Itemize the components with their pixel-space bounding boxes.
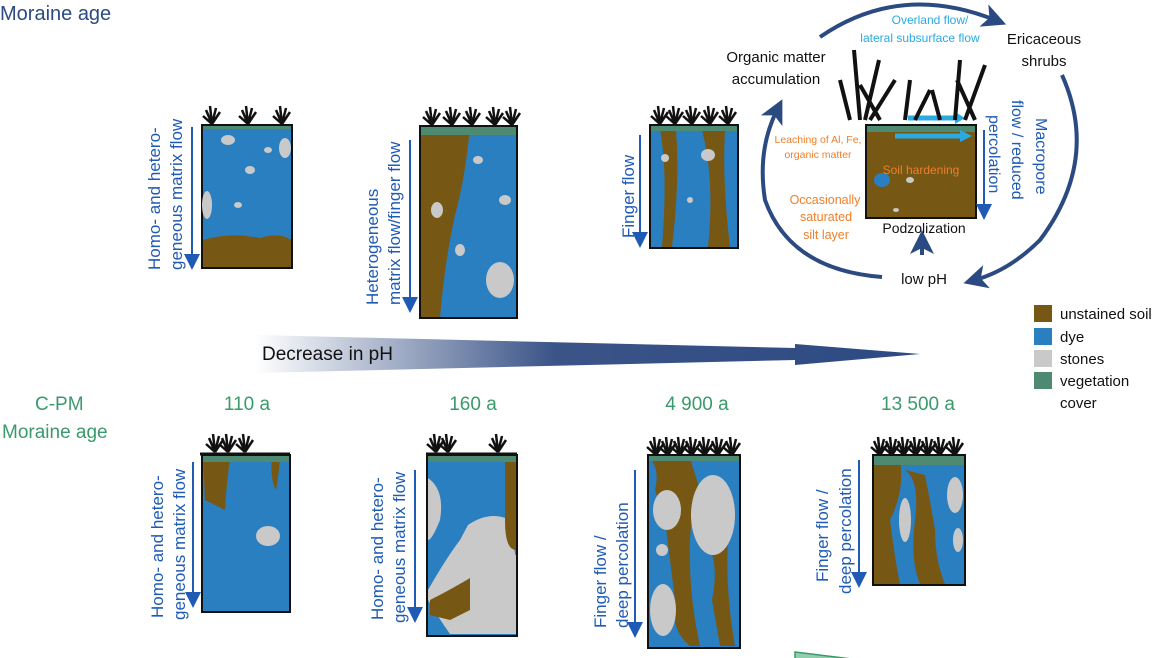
svg-text:cover: cover xyxy=(1060,395,1097,412)
svg-text:Podzolization: Podzolization xyxy=(882,220,965,236)
grass-icon xyxy=(649,104,738,126)
age-label: 160 a xyxy=(449,394,497,415)
svg-text:Finger flow /: Finger flow / xyxy=(591,535,610,628)
bottom-profile-3 xyxy=(645,435,742,649)
svg-text:saturated: saturated xyxy=(800,210,852,224)
ph-decrease-arrow: Decrease in pH xyxy=(255,335,920,373)
cycle-arrow-icon xyxy=(963,74,1079,289)
shrub-icon xyxy=(838,49,987,122)
legend-swatch-stones xyxy=(1034,350,1052,367)
svg-text:low pH: low pH xyxy=(901,271,947,288)
bottom-profile-2-label: Homo- and hetero- geneous matrix flow xyxy=(368,470,423,623)
top-profile-3-label: Finger flow xyxy=(619,135,648,248)
svg-text:geneous matrix flow: geneous matrix flow xyxy=(390,471,409,623)
grass-icon xyxy=(425,432,508,454)
svg-text:deep percolation: deep percolation xyxy=(613,502,632,628)
grass-icon xyxy=(869,435,965,457)
top-title: Moraine age xyxy=(0,3,111,25)
svg-text:Homo- and hetero-: Homo- and hetero- xyxy=(148,475,167,618)
top-profile-1-label: Homo- and hetero- geneous matrix flow xyxy=(145,118,200,270)
bottom-profile-4-label: Finger flow / deep percolation xyxy=(813,460,867,594)
svg-text:matrix flow/finger flow: matrix flow/finger flow xyxy=(385,141,404,305)
svg-text:Finger flow /: Finger flow / xyxy=(813,489,832,582)
svg-text:geneous matrix flow: geneous matrix flow xyxy=(170,468,189,620)
bottom-title: Moraine age xyxy=(2,422,108,443)
bottom-profile-1-label: Homo- and hetero- geneous matrix flow xyxy=(148,462,201,620)
svg-text:dye: dye xyxy=(1060,329,1084,346)
partial-arrow-icon xyxy=(794,651,850,658)
cycle-arrow-icon xyxy=(760,99,883,279)
svg-text:Occasionally: Occasionally xyxy=(790,193,862,207)
svg-text:organic matter: organic matter xyxy=(784,149,852,161)
grass-icon xyxy=(201,104,292,126)
svg-text:geneous matrix flow: geneous matrix flow xyxy=(167,118,186,270)
bottom-profile-3-label: Finger flow / deep percolation xyxy=(591,470,643,638)
svg-text:deep percolation: deep percolation xyxy=(836,468,855,594)
grass-icon xyxy=(645,435,742,457)
svg-text:stones: stones xyxy=(1060,351,1104,368)
svg-text:Leaching of Al, Fe,: Leaching of Al, Fe, xyxy=(775,134,862,146)
svg-text:Heterogeneous: Heterogeneous xyxy=(363,189,382,305)
grass-icon xyxy=(421,105,522,127)
grass-icon xyxy=(204,432,255,454)
svg-text:vegetation: vegetation xyxy=(1060,373,1129,390)
svg-text:Homo- and hetero-: Homo- and hetero- xyxy=(368,477,387,620)
ph-arrow-label: Decrease in pH xyxy=(262,344,393,365)
top-profile-2-label: Heterogeneous matrix flow/finger flow xyxy=(363,140,418,313)
svg-text:shrubs: shrubs xyxy=(1021,53,1066,70)
podzolization-cycle: Overland flow/ lateral subsurface flow E… xyxy=(726,2,1081,289)
age-label: 4 900 a xyxy=(665,394,729,415)
svg-text:accumulation: accumulation xyxy=(732,71,820,88)
svg-text:Finger flow: Finger flow xyxy=(619,154,638,238)
cycle-arrow-icon xyxy=(818,2,1007,39)
svg-text:Ericaceous: Ericaceous xyxy=(1007,31,1081,48)
svg-text:percolation: percolation xyxy=(985,115,1002,193)
top-profile-2 xyxy=(419,105,522,319)
svg-text:Homo- and hetero-: Homo- and hetero- xyxy=(145,127,164,270)
site-label: C-PM xyxy=(35,394,84,415)
legend: unstained soil dye stones vegetation cov… xyxy=(1034,305,1152,412)
svg-text:Organic matter: Organic matter xyxy=(726,49,825,66)
svg-text:Soil hardening: Soil hardening xyxy=(883,163,960,177)
age-label: 13 500 a xyxy=(881,394,955,415)
legend-swatch-dye xyxy=(1034,328,1052,345)
svg-text:flow / reduced: flow / reduced xyxy=(1008,100,1025,200)
legend-swatch-vegetation xyxy=(1034,372,1052,389)
age-label: 110 a xyxy=(224,394,271,415)
svg-text:Overland flow/: Overland flow/ xyxy=(892,13,969,27)
top-profile-1 xyxy=(201,104,293,269)
legend-swatch-soil xyxy=(1034,305,1052,322)
svg-text:Macropore: Macropore xyxy=(1032,118,1049,195)
bottom-profile-4 xyxy=(869,435,966,586)
svg-text:unstained soil: unstained soil xyxy=(1060,306,1152,323)
svg-text:silt layer: silt layer xyxy=(803,228,849,242)
bottom-profile-2 xyxy=(425,432,518,637)
top-profile-3 xyxy=(649,104,739,249)
svg-text:lateral subsurface flow: lateral subsurface flow xyxy=(860,31,980,45)
bottom-profile-1 xyxy=(200,432,291,613)
